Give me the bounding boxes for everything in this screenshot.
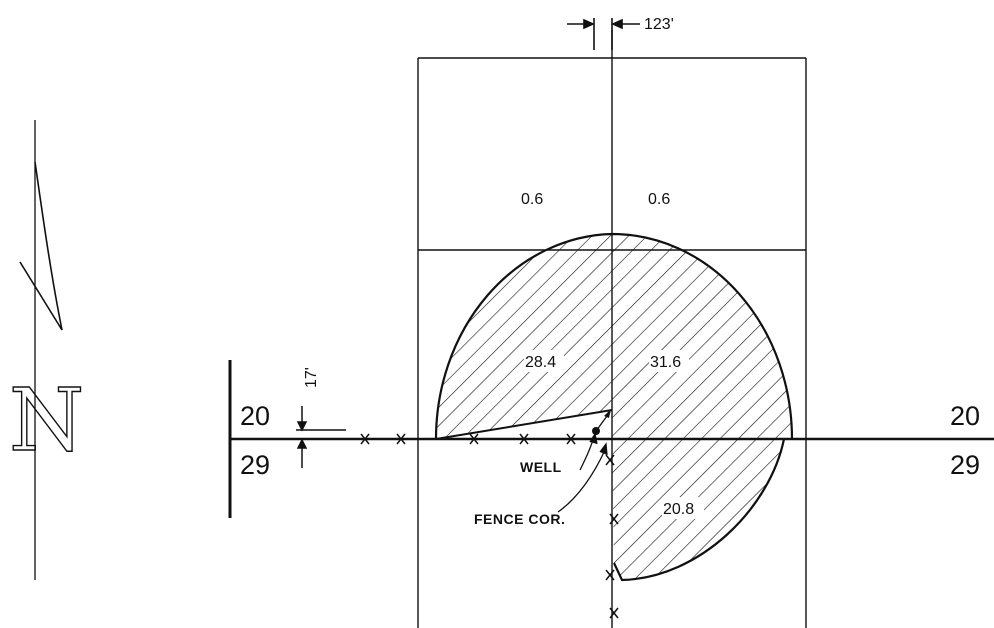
dimension-top: [567, 18, 640, 50]
north-arrow-barb: [19, 161, 63, 331]
acreage-nw-upper: 0.6: [521, 191, 543, 208]
acreage-se-lower: 20.8: [663, 501, 694, 518]
well-symbol: [592, 409, 611, 435]
fence-mark: [396, 433, 406, 445]
hatched-area-boundary-sw: [435, 409, 613, 440]
fence-leader: [557, 449, 606, 513]
leader-arrows: [557, 432, 608, 513]
section-label-right-lower: 29: [950, 450, 980, 480]
fence-mark: [605, 454, 615, 466]
section-label-right-upper: 20: [950, 401, 980, 431]
acreage-ne-lower: 31.6: [650, 354, 681, 371]
fence-corner-label: FENCE COR.: [474, 511, 565, 527]
north-arrow: N: [8, 120, 85, 580]
hatched-area: [434, 232, 794, 582]
acreage-ne-upper: 0.6: [648, 191, 670, 208]
north-letter: N: [9, 371, 84, 471]
fence-mark: [609, 607, 619, 619]
hatched-area-north: [612, 234, 792, 439]
hatched-area-outline-se: [613, 438, 786, 582]
fence-mark: [605, 569, 615, 581]
fence-mark: [566, 433, 576, 445]
fence-mark: [609, 513, 619, 525]
well-label: WELL: [520, 459, 562, 475]
fence-line: [360, 433, 619, 619]
dimension-top-label: 123': [644, 16, 674, 33]
survey-grid: [228, 30, 994, 628]
dimension-left: [296, 406, 346, 468]
fence-mark: [469, 433, 479, 445]
acreage-labels: 0.6 0.6 28.4 31.6 20.8: [521, 191, 704, 519]
hatched-area-nw: [436, 234, 612, 439]
dimension-left-label: 17': [303, 367, 320, 388]
acreage-nw-lower: 28.4: [525, 354, 556, 371]
fence-mark: [519, 433, 529, 445]
fence-mark: [360, 433, 370, 445]
fence-leader-head: [599, 442, 608, 456]
well-leader-head: [589, 432, 598, 445]
section-label-left-upper: 20: [240, 401, 270, 431]
section-label-left-lower: 29: [240, 450, 270, 480]
